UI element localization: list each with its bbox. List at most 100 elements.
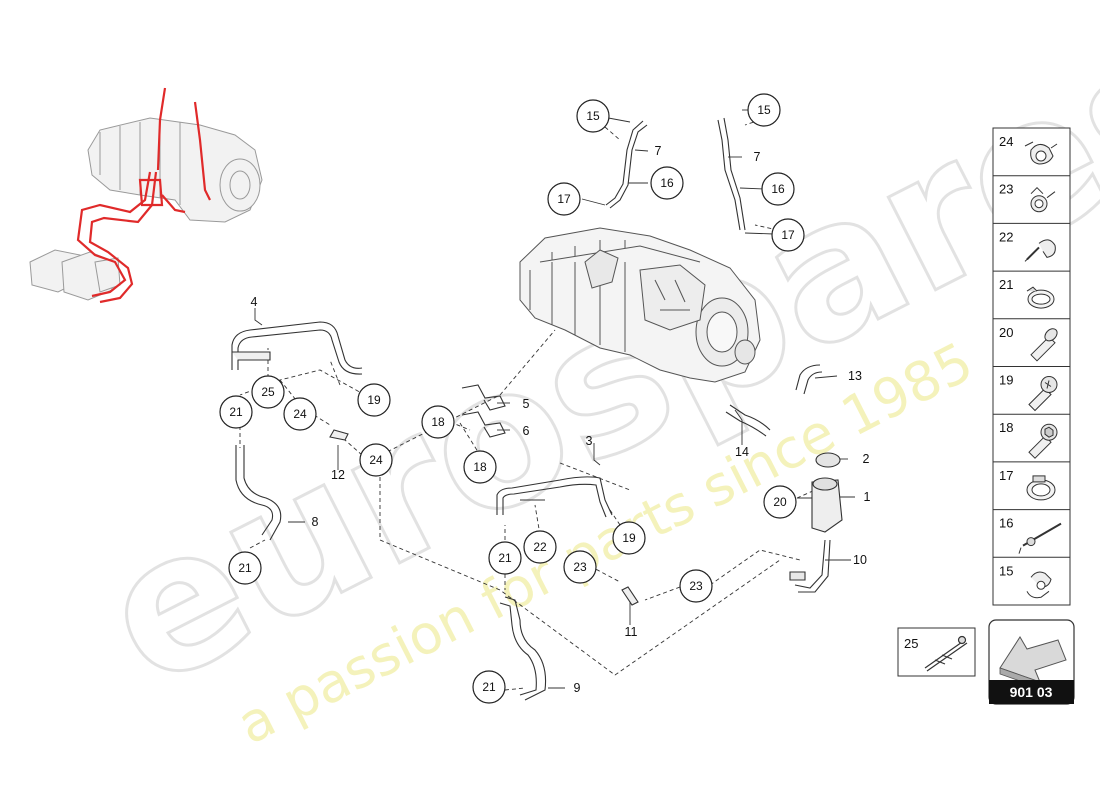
part-number-11[interactable]: 11 — [625, 625, 638, 639]
legend-row-number: 18 — [999, 420, 1013, 435]
callout-22[interactable]: 22 — [523, 530, 557, 564]
legend-row-number: 15 — [999, 563, 1013, 578]
legend-row-22[interactable]: 22 — [993, 222, 1070, 262]
legend-row-24[interactable]: 24 — [999, 134, 1058, 165]
part-number-6[interactable]: 6 — [523, 424, 530, 438]
legend-row-17[interactable]: 17 — [993, 461, 1070, 501]
svg-text:21: 21 — [238, 561, 252, 575]
callout-19-left[interactable]: 19 — [357, 383, 391, 417]
side-item-number: 25 — [904, 636, 918, 651]
band-clamp-icon — [1026, 475, 1056, 501]
callout-16-left[interactable]: 16 — [650, 166, 684, 200]
part-number-4[interactable]: 4 — [251, 295, 258, 309]
pipe-12 — [329, 429, 349, 441]
part-number-13[interactable]: 13 — [848, 369, 862, 383]
part-number-10[interactable]: 10 — [853, 553, 867, 567]
part-number-8[interactable]: 8 — [312, 515, 319, 529]
callout-17-left[interactable]: 17 — [547, 182, 581, 216]
pipe-11 — [621, 586, 639, 606]
callout-25[interactable]: 25 — [251, 375, 285, 409]
part-number-12[interactable]: 12 — [331, 468, 345, 482]
legend-row-15[interactable]: 15 — [993, 556, 1070, 599]
part-number-7-right[interactable]: 7 — [754, 150, 761, 164]
cable-tie-with-anchor-icon — [924, 635, 968, 672]
legend-row-number: 22 — [999, 229, 1013, 244]
hose-7-left — [609, 124, 648, 209]
diagram-code: 901 03 — [1010, 684, 1053, 700]
legend-row-20[interactable]: 20 — [993, 318, 1070, 362]
svg-text:24: 24 — [369, 453, 383, 467]
legend-row-number: 23 — [999, 182, 1013, 197]
callout-16-right[interactable]: 16 — [761, 172, 795, 206]
transmission-housing — [519, 227, 761, 383]
legend-row-16[interactable]: 16 — [993, 509, 1070, 554]
reservoir-cap — [815, 452, 841, 468]
svg-text:23: 23 — [689, 579, 703, 593]
hose-4 — [231, 321, 363, 370]
retaining-clip-icon — [1026, 571, 1052, 599]
hose-clamp-clip-icon — [1024, 141, 1058, 165]
legend-row-19[interactable]: 19 — [993, 366, 1070, 412]
legend-row-21[interactable]: 21 — [993, 270, 1070, 309]
flange-bolt-icon — [1028, 376, 1058, 412]
legend-row-number: 24 — [999, 134, 1013, 149]
svg-text:16: 16 — [660, 176, 674, 190]
callout-24-b[interactable]: 24 — [359, 443, 393, 477]
svg-text:21: 21 — [482, 680, 496, 694]
callouts: 15 15 16 16 17 17 18 18 19 19 20 21 21 2… — [219, 93, 805, 704]
part-number-7-left[interactable]: 7 — [655, 144, 662, 158]
part-number-3[interactable]: 3 — [586, 434, 593, 448]
legend-row-18[interactable]: 18 — [993, 413, 1070, 459]
hose-10 — [794, 539, 826, 589]
svg-text:15: 15 — [586, 109, 600, 123]
callout-21-c[interactable]: 21 — [488, 541, 522, 575]
svg-text:17: 17 — [781, 228, 795, 242]
part-number-14[interactable]: 14 — [735, 445, 749, 459]
part-number-2[interactable]: 2 — [863, 452, 870, 466]
hose-13 — [795, 364, 821, 391]
callout-24-a[interactable]: 24 — [283, 397, 317, 431]
hose-3 — [496, 476, 613, 516]
part-number-9[interactable]: 9 — [574, 681, 581, 695]
callout-15-right[interactable]: 15 — [747, 93, 781, 127]
callout-21-a[interactable]: 21 — [219, 395, 253, 429]
spring-clip-icon — [1030, 186, 1056, 213]
hose-9 — [504, 596, 547, 701]
svg-text:18: 18 — [473, 460, 487, 474]
svg-text:16: 16 — [771, 182, 785, 196]
callout-17-right[interactable]: 17 — [771, 218, 805, 252]
hex-bolt-icon — [1028, 423, 1058, 459]
callout-23-b[interactable]: 23 — [679, 569, 713, 603]
callout-20[interactable]: 20 — [763, 485, 797, 519]
cable-tie-icon — [1018, 522, 1062, 554]
svg-text:22: 22 — [533, 540, 547, 554]
legend-row-number: 17 — [999, 468, 1013, 483]
bracket-6 — [461, 411, 506, 438]
callout-18-top[interactable]: 18 — [421, 405, 455, 439]
callout-19-right[interactable]: 19 — [612, 521, 646, 555]
part-numbers: 1 2 3 4 5 6 7 7 8 9 10 11 12 13 14 — [251, 144, 871, 695]
legend-row-number: 21 — [999, 277, 1013, 292]
svg-text:18: 18 — [431, 415, 445, 429]
part-number-5[interactable]: 5 — [523, 397, 530, 411]
diagram-code-box[interactable]: 901 03 — [988, 619, 1075, 705]
callout-18-bottom[interactable]: 18 — [463, 450, 497, 484]
callout-23-a[interactable]: 23 — [563, 550, 597, 584]
callout-21-b[interactable]: 21 — [228, 551, 262, 585]
hose-14 — [729, 404, 771, 431]
legend-row-23[interactable]: 23 — [993, 175, 1070, 213]
legend-row-number: 16 — [999, 516, 1013, 531]
svg-text:21: 21 — [229, 405, 243, 419]
part-number-1[interactable]: 1 — [864, 490, 871, 504]
bracket-5 — [461, 384, 506, 411]
hose-8 — [235, 445, 274, 536]
callout-21-d[interactable]: 21 — [472, 670, 506, 704]
svg-text:25: 25 — [261, 385, 275, 399]
overview-thumbnail — [29, 87, 263, 304]
side-item-25-box[interactable]: 25 — [897, 627, 976, 677]
svg-text:19: 19 — [367, 393, 381, 407]
callout-15-left[interactable]: 15 — [576, 99, 610, 133]
svg-text:21: 21 — [498, 551, 512, 565]
hose-7-right — [717, 119, 741, 231]
